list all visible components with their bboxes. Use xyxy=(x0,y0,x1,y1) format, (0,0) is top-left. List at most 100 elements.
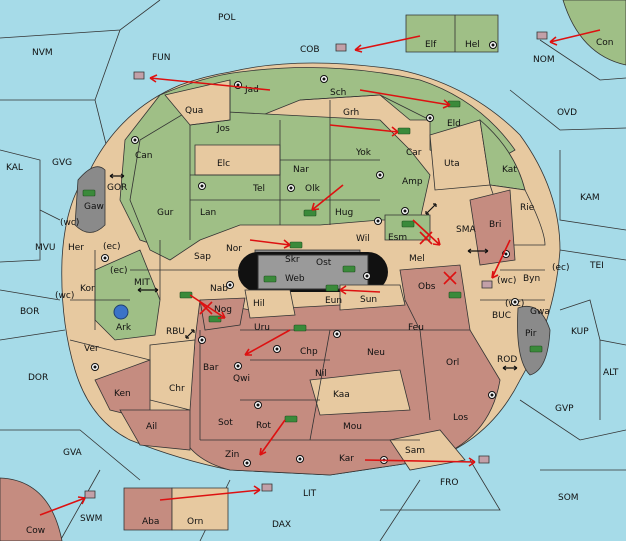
coast-label: (wc) xyxy=(55,291,74,301)
land-label: Gwa xyxy=(530,307,550,317)
land-label: Kaa xyxy=(333,390,350,400)
land-label: Aba xyxy=(142,517,159,527)
land-label: Sap xyxy=(194,252,211,262)
land-label: Amp xyxy=(402,177,423,187)
inner-borders xyxy=(69,80,545,441)
land-label: Elc xyxy=(217,159,230,169)
land-label: Can xyxy=(135,151,153,161)
ark-unit xyxy=(113,304,129,320)
land-label: Ken xyxy=(114,389,131,399)
coast-label: (ec) xyxy=(103,242,121,252)
land-label: Uta xyxy=(444,159,460,169)
land-label: Hel xyxy=(465,40,480,50)
fleet-unit xyxy=(536,31,548,40)
land-label: Cow xyxy=(26,526,45,536)
fleet-unit xyxy=(481,280,493,289)
land-label: Mou xyxy=(343,422,362,432)
land-label: Uru xyxy=(254,323,270,333)
army-unit xyxy=(448,291,462,299)
land-label: Rie xyxy=(520,203,535,213)
sea-label: BUC xyxy=(492,311,511,321)
territory-esm xyxy=(384,214,431,241)
land-label: Hug xyxy=(335,208,353,218)
territory-gaw xyxy=(74,166,106,233)
territory-orn xyxy=(171,487,229,531)
sea-label: KAM xyxy=(580,193,600,203)
land-label: Nog xyxy=(214,305,232,315)
sea-label: SWM xyxy=(80,514,102,524)
army-unit xyxy=(401,220,415,228)
sea-label: BOR xyxy=(20,307,39,317)
land-label: Ver xyxy=(84,344,99,354)
land-label: Byn xyxy=(523,274,540,284)
land-label: Bri xyxy=(489,220,501,230)
land-label: Web xyxy=(285,274,305,284)
army-unit xyxy=(342,265,356,273)
land-label: Tel xyxy=(252,184,265,194)
army-unit xyxy=(208,315,222,323)
failed-order-marks xyxy=(199,231,457,315)
sea-label: GOR xyxy=(107,183,127,193)
sea-label: NOM xyxy=(533,55,555,65)
land-label: Nab xyxy=(210,284,228,294)
sea-label: POL xyxy=(218,13,236,23)
land-label: Yok xyxy=(355,148,372,158)
army-unit xyxy=(303,209,317,217)
coast-label: (wc) xyxy=(497,276,516,286)
territory-elc xyxy=(194,144,281,176)
land-label: Orl xyxy=(446,358,459,368)
coast-label: (wc) xyxy=(60,218,79,228)
land-label: Los xyxy=(453,413,468,423)
territory-hil xyxy=(244,289,296,319)
land-label: Orn xyxy=(187,517,203,527)
territory-ail xyxy=(119,409,191,451)
land-label: Eld xyxy=(447,119,461,129)
sea-label: GVG xyxy=(52,158,72,168)
land-label: Jad xyxy=(244,85,259,95)
land-label: Lan xyxy=(200,208,216,218)
sea-label: GVP xyxy=(555,404,574,414)
territory-bri xyxy=(469,189,516,266)
army-unit xyxy=(397,127,411,135)
land-label: Her xyxy=(68,243,84,253)
sea-label: DAX xyxy=(272,520,291,530)
army-unit xyxy=(263,275,277,283)
fleet-unit xyxy=(478,455,490,464)
army-unit xyxy=(82,189,96,197)
fleet-units xyxy=(84,31,548,499)
land-label: Nil xyxy=(315,369,327,379)
fleet-unit xyxy=(335,43,347,52)
fleet-unit xyxy=(133,71,145,80)
land-label: Skr xyxy=(285,255,300,265)
army-unit xyxy=(179,291,193,299)
land-label: Car xyxy=(406,148,422,158)
sea-label: KAL xyxy=(6,163,23,173)
land-label: Con xyxy=(596,38,614,48)
sea-labels: POL NVM FUN COB NOM OVD KAL GVG GOR KAM … xyxy=(6,13,619,530)
sea-label: SMA xyxy=(456,225,476,235)
sea-label: TEI xyxy=(589,261,604,271)
land-label: Elf xyxy=(425,40,437,50)
sea-label: ALT xyxy=(603,368,619,378)
army-unit xyxy=(325,284,339,292)
sea-label: MIT xyxy=(134,278,150,288)
land-label: Feu xyxy=(408,323,424,333)
sea-label: LIT xyxy=(303,489,317,499)
land-label: Pir xyxy=(525,329,537,339)
land-label: Olk xyxy=(305,184,321,194)
land-label: Nor xyxy=(226,244,242,254)
land-label: Kor xyxy=(80,284,95,294)
land-label: Wil xyxy=(356,234,370,244)
fleet-unit xyxy=(261,483,273,492)
passage-arrows xyxy=(109,173,518,371)
army-units xyxy=(82,100,543,423)
land-label: Neu xyxy=(367,348,385,358)
sea-label: DOR xyxy=(28,373,48,383)
coast-label: (ec) xyxy=(110,266,128,276)
sea-label: FRO xyxy=(440,478,459,488)
army-unit xyxy=(529,345,543,353)
army-unit xyxy=(289,241,303,249)
territory-elf-hel xyxy=(405,14,499,53)
